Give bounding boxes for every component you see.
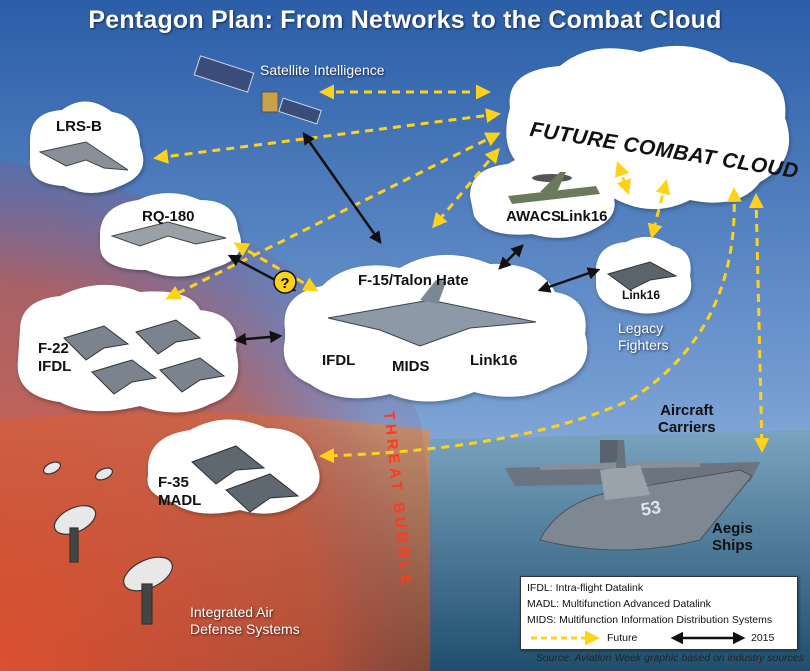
carriers-line-1: Aircraft [660, 402, 714, 419]
page-title: Pentagon Plan: From Networks to the Comb… [88, 6, 722, 34]
carriers-label: Aircraft Carriers [658, 402, 716, 436]
f22-line-1: F-22 [38, 340, 69, 357]
legend-ifdl: IFDL: Intra-flight Datalink [527, 582, 644, 594]
rq180-label: RQ-180 [142, 208, 195, 225]
legend: IFDL: Intra-flight Datalink MADL: Multif… [520, 576, 798, 650]
legend-year-label: 2015 [751, 632, 775, 644]
radar-dish-icon [42, 461, 173, 625]
f35-line-1: F-35 [158, 474, 189, 491]
carriers-line-2: Carriers [658, 419, 716, 436]
f15-title-label: F-15/Talon Hate [358, 272, 469, 289]
aegis-label: Aegis Ships [712, 520, 753, 554]
f35-icon [191, 445, 300, 513]
legacy-line-2: Fighters [618, 337, 669, 353]
legend-future-label: Future [607, 632, 638, 644]
f15-ifdl-label: IFDL [322, 352, 356, 369]
f22-icon [63, 319, 226, 395]
legend-arrows [531, 631, 746, 645]
ship-number: 53 [639, 497, 662, 520]
destroyer-icon [539, 440, 753, 551]
iads-line-1: Integrated Air [190, 604, 274, 620]
legend-mids: MIDS: Multifunction Information Distribu… [527, 614, 773, 626]
source-note: Source: Aviation Week graphic based on i… [535, 652, 804, 664]
f35-line-2: MADL [158, 492, 202, 509]
legacy-link-label: Link16 [622, 288, 661, 302]
aegis-line-2: Ships [712, 537, 753, 554]
aegis-line-1: Aegis [712, 520, 753, 537]
b21-bomber-icon [38, 141, 129, 171]
awacs-link-label: Link16 [560, 208, 608, 225]
iads-line-2: Defense Systems [190, 621, 300, 637]
f35-label: F-35 MADL [158, 474, 201, 510]
legacy-fighters-label: Legacy Fighters [618, 320, 669, 354]
iads-label: Integrated Air Defense Systems [190, 604, 300, 638]
f22-label: F-22 IFDL [38, 340, 71, 376]
f15-mids-label: MIDS [392, 358, 430, 375]
f22-line-2: IFDL [38, 358, 72, 375]
question-mark: ? [280, 275, 289, 292]
f15-link-label: Link16 [470, 352, 518, 369]
question-icon [273, 270, 297, 294]
satellite-label: Satellite Intelligence [260, 62, 385, 78]
legend-madl: MADL: Multifunction Advanced Datalink [527, 598, 711, 610]
awacs-label: AWACS [506, 208, 562, 225]
lrsb-label: LRS-B [56, 118, 102, 135]
legacy-line-1: Legacy [618, 320, 664, 336]
